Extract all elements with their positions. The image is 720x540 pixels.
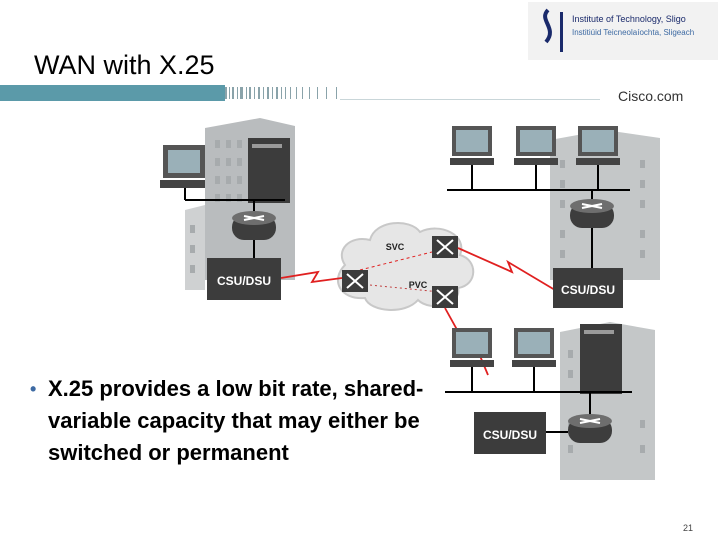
bullet-text: X.25 provides a low bit rate, shared-var…: [48, 376, 424, 465]
x25-switch-icon: [432, 286, 458, 308]
bullet-marker: •: [30, 379, 37, 399]
right-bottom-router-icon: [568, 414, 612, 443]
right-top-workstation-icon: [576, 126, 620, 165]
left-csu-dsu-box: CSU/DSU: [207, 258, 281, 300]
logo-text-line2: Institiúid Teicneolaíochta, Sligeach: [572, 28, 695, 37]
wan-diagram: CSU/DSU SVC PVC: [160, 118, 660, 480]
serial-link-right-top: [457, 247, 556, 291]
x25-cloud: SVC PVC: [336, 221, 475, 311]
logo-emblem-icon: [543, 8, 563, 52]
left-server-icon: [248, 138, 290, 203]
x25-switch-icon: [342, 270, 368, 292]
right-top-site: CSU/DSU: [447, 126, 660, 308]
slide-title: WAN with X.25: [34, 50, 215, 80]
right-bottom-site: CSU/DSU: [445, 322, 655, 480]
right-top-workstation-icon: [514, 126, 558, 165]
right-bottom-server-icon: [580, 324, 622, 394]
left-router-icon: [232, 211, 276, 240]
page-number: 21: [683, 523, 694, 533]
logo-text-line1: Institute of Technology, Sligo: [572, 14, 686, 24]
pvc-label: PVC: [409, 280, 428, 290]
barcode-pattern: [225, 87, 337, 99]
right-top-csu-dsu-box: CSU/DSU: [553, 268, 623, 308]
right-bottom-csu-dsu-label: CSU/DSU: [483, 428, 537, 442]
right-top-csu-dsu-label: CSU/DSU: [561, 283, 615, 297]
header-bar: [0, 85, 600, 101]
left-site: CSU/DSU: [160, 118, 295, 300]
serial-link-left: [280, 270, 343, 284]
right-bottom-workstation-icon: [512, 328, 556, 367]
right-bottom-workstation-icon: [450, 328, 494, 367]
svc-label: SVC: [386, 242, 405, 252]
institute-logo: [528, 2, 718, 60]
right-top-workstation-icon: [450, 126, 494, 165]
left-csu-dsu-label: CSU/DSU: [217, 274, 271, 288]
bullet-point: • X.25 provides a low bit rate, shared-v…: [30, 373, 450, 469]
x25-switch-icon: [432, 236, 458, 258]
left-workstation-icon: [160, 145, 205, 188]
right-top-router-icon: [570, 199, 614, 228]
right-bottom-csu-dsu-box: CSU/DSU: [474, 412, 546, 454]
cisco-brand-text: Cisco.com: [618, 88, 684, 104]
